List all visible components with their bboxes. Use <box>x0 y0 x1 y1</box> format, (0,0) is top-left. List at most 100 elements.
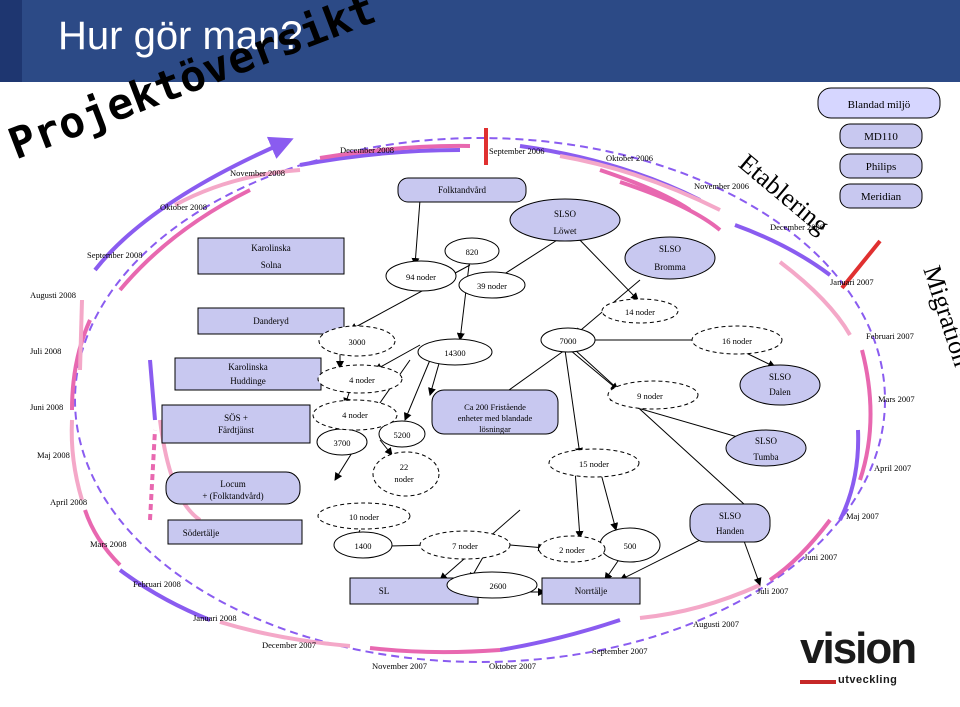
legend-philips: Philips <box>866 161 897 173</box>
box-fristaende-3: lösningar <box>479 424 511 434</box>
logo-bar <box>800 680 836 684</box>
node-500: 500 <box>624 541 637 551</box>
label-jan2008: Januari 2008 <box>193 613 237 623</box>
logo-sub: utveckling <box>838 674 898 686</box>
node-5200: 5200 <box>394 430 411 440</box>
box-sos-1: SÖS + <box>224 413 248 423</box>
node-22a: 22 <box>400 462 409 472</box>
node-7: 7 noder <box>452 541 478 551</box>
label-dec2006: December 2006 <box>770 222 824 232</box>
box-fristaende-2: enheter med blandade <box>458 413 533 423</box>
node-94: 94 noder <box>406 272 436 282</box>
box-slso-tumba-1: SLSO <box>755 436 778 446</box>
box-norrtalje: Norrtälje <box>575 586 607 596</box>
slide-title: Hur gör man? <box>58 14 303 58</box>
box-slso-handen-1: SLSO <box>719 511 742 521</box>
red-markers <box>484 128 882 290</box>
label-apr2007: April 2007 <box>874 463 911 473</box>
timeline-arrows <box>69 136 873 655</box>
box-slso-bromma-2: Bromma <box>654 262 686 272</box>
node-dashed <box>312 298 783 563</box>
label-okt2007: Oktober 2007 <box>489 661 536 671</box>
box-slso-dalen-2: Dalen <box>769 387 791 397</box>
label-okt2008: Oktober 2008 <box>160 202 207 212</box>
label-jun2007: Juni 2007 <box>804 552 837 562</box>
node-10: 10 noder <box>349 512 379 522</box>
box-locum-2: + (Folktandvård) <box>202 491 263 501</box>
title-bar: Hur gör man? <box>0 0 960 82</box>
box-karolinska-solna-2: Solna <box>261 260 282 270</box>
label-sep2007: September 2007 <box>592 646 647 656</box>
node-22b: noder <box>394 474 414 484</box>
label-jul2008: Juli 2008 <box>30 346 61 356</box>
label-maj2007: Maj 2007 <box>846 511 879 521</box>
label-feb2007: Februari 2007 <box>866 331 914 341</box>
month-labels: September 2006 Oktober 2006 November 200… <box>30 145 915 671</box>
node-14300: 14300 <box>444 348 465 358</box>
box-slso-tumba-2: Tumba <box>753 452 778 462</box>
legend-blandad: Blandad miljö <box>848 99 911 111</box>
label-apr2008: April 2008 <box>50 497 87 507</box>
label-dec2008: December 2008 <box>340 145 394 155</box>
label-okt2006: Oktober 2006 <box>606 153 653 163</box>
box-karolinska-huddinge-1: Karolinska <box>228 362 268 372</box>
legend-meridian: Meridian <box>861 191 902 203</box>
label-sep2006: September 2006 <box>489 146 544 156</box>
connections <box>269 199 776 596</box>
label-jun2008: Juni 2008 <box>30 402 63 412</box>
box-karolinska-solna-1: Karolinska <box>251 243 291 253</box>
label-aug2007: Augusti 2007 <box>693 619 739 629</box>
node-14: 14 noder <box>625 307 655 317</box>
legend: Blandad miljö MD110 Philips Meridian <box>817 87 941 209</box>
box-slso-bromma-1: SLSO <box>659 244 682 254</box>
node-15: 15 noder <box>579 459 609 469</box>
node-7000: 7000 <box>560 336 577 346</box>
node-4b: 4 noder <box>342 410 368 420</box>
title-bar-accent <box>0 0 22 82</box>
label-mar2008: Mars 2008 <box>90 539 127 549</box>
timeline-ellipse <box>74 137 886 663</box>
label-jul2007: Juli 2007 <box>757 586 788 596</box>
node-2600: 2600 <box>490 581 507 591</box>
node-39: 39 noder <box>477 281 507 291</box>
node-9: 9 noder <box>637 391 663 401</box>
label-nov2006: November 2006 <box>694 181 749 191</box>
label-mar2007: Mars 2007 <box>878 394 915 404</box>
box-sl: SL <box>379 586 390 596</box>
node-16: 16 noder <box>722 336 752 346</box>
node-texts: 820 94 noder 39 noder 14 noder 3000 1430… <box>334 247 753 591</box>
node-3000: 3000 <box>349 337 366 347</box>
label-dec2007: December 2007 <box>262 640 316 650</box>
label-jan2007: Januari 2007 <box>830 277 874 287</box>
box-slso-handen-2: Handen <box>716 526 744 536</box>
node-ellipses <box>316 237 661 599</box>
box-folktandvard: Folktandvård <box>438 185 486 195</box>
box-slso-dalen-1: SLSO <box>769 372 792 382</box>
label-sep2008: September 2008 <box>87 250 142 260</box>
label-maj2008: Maj 2008 <box>37 450 70 460</box>
org-boxes <box>161 177 821 605</box>
box-slso-lowet-2: Löwet <box>554 226 577 236</box>
box-sos-2: Färdtjänst <box>218 425 254 435</box>
box-karolinska-huddinge-2: Huddinge <box>230 376 266 386</box>
node-2: 2 noder <box>559 545 585 555</box>
logo-word: vision <box>800 624 917 673</box>
node-820: 820 <box>466 247 479 257</box>
box-sodertalje: Södertälje <box>183 528 220 538</box>
box-texts: Folktandvård Karolinska Solna Danderyd K… <box>183 185 792 596</box>
legend-md110: MD110 <box>864 131 898 143</box>
box-slso-lowet-1: SLSO <box>554 209 577 219</box>
label-aug2008: Augusti 2008 <box>30 290 76 300</box>
box-locum-1: Locum <box>220 479 246 489</box>
label-feb2008: Februari 2008 <box>133 579 181 589</box>
node-4a: 4 noder <box>349 375 375 385</box>
box-danderyd: Danderyd <box>253 316 289 326</box>
box-fristaende-1: Ca 200 Fristående <box>464 402 526 412</box>
node-1400: 1400 <box>355 541 372 551</box>
label-nov2007: November 2007 <box>372 661 427 671</box>
vision-logo: vision utveckling <box>800 624 940 702</box>
label-nov2008: November 2008 <box>230 168 285 178</box>
node-3700: 3700 <box>334 438 351 448</box>
